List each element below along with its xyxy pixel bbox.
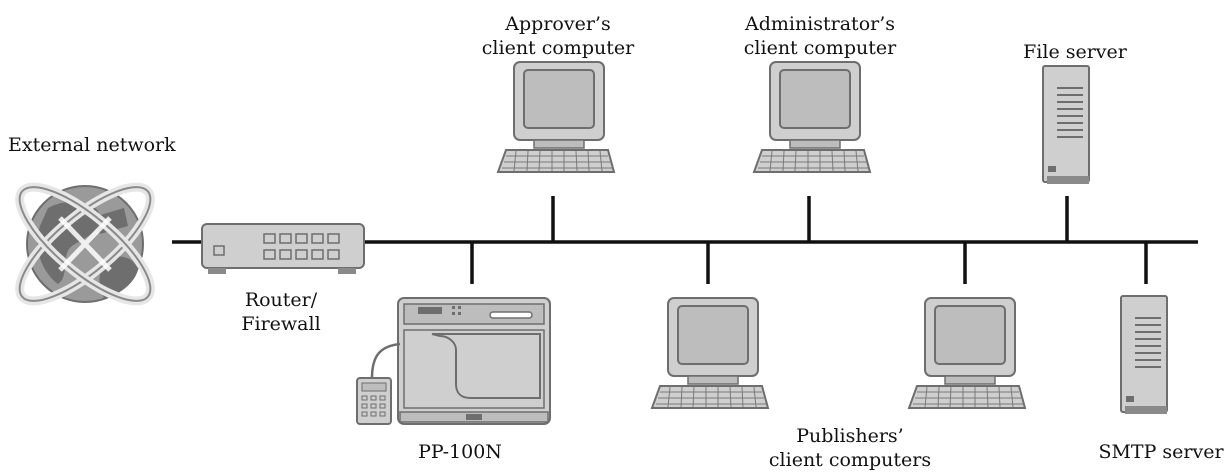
- computer-icon: [497, 61, 615, 173]
- router-label-line2: Firewall: [241, 313, 321, 335]
- router-label: Router/ Firewall: [236, 288, 326, 336]
- server-icon: [1042, 65, 1090, 185]
- router-label-line1: Router/: [244, 289, 318, 311]
- globe-icon: [15, 182, 155, 306]
- approver-label: Approver’s client computer: [478, 12, 638, 60]
- smtp-server-label: SMTP server: [1098, 441, 1224, 463]
- administrator-label-line1: Administrator’s: [744, 13, 896, 35]
- computer-icon: [753, 61, 871, 173]
- administrator-label-line2: client computer: [743, 37, 897, 59]
- server-icon: [1120, 295, 1168, 415]
- publishers-label-line1: Publishers’: [796, 425, 904, 447]
- file-server-label: File server: [1023, 41, 1127, 63]
- printer-icon: [356, 297, 551, 425]
- approver-label-line2: client computer: [481, 37, 635, 59]
- computer-icon: [651, 297, 769, 409]
- router-icon: [201, 223, 365, 274]
- computer-icon: [908, 297, 1026, 409]
- pp100n-label: PP-100N: [418, 441, 502, 463]
- publishers-label: Publishers’ client computers: [760, 424, 940, 472]
- publishers-label-line2: client computers: [768, 449, 932, 471]
- administrator-label: Administrator’s client computer: [730, 12, 910, 60]
- external-network-label: External network: [8, 134, 176, 156]
- approver-label-line1: Approver’s: [505, 13, 611, 35]
